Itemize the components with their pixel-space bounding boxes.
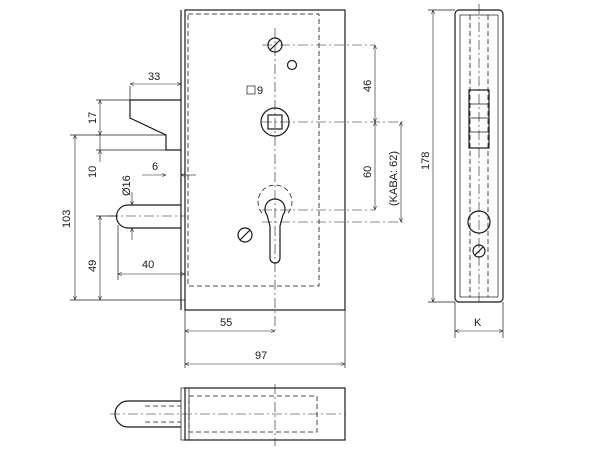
dim-49-label: 49 [87,260,99,272]
dim-178-label: 178 [420,152,432,170]
latch-opening [468,89,490,149]
bolt-opening [467,210,491,234]
dim-10-label: 10 [87,166,99,178]
pin-hole-icon [286,59,298,71]
dim-kaba-label: (KABA: 62) [388,151,400,206]
square-size-label: 9 [257,85,263,97]
dim-40-label: 40 [142,259,154,271]
forend-screw-icon [472,244,486,258]
dim-16-label: Ø16 [121,175,133,196]
dim-6-label: 6 [152,161,158,173]
cylinder-keyhole [257,184,293,264]
dim-103-label: 103 [61,210,73,228]
latch-bolt [129,86,182,151]
dim-k-label: K [474,317,482,329]
dim-33-label: 33 [148,71,160,83]
dim-55-label: 55 [220,317,232,329]
inner-case-hidden [187,13,320,287]
top-view [110,384,346,446]
dim-97-label: 97 [255,350,267,362]
dim-60-label: 60 [362,166,374,178]
deadbolt [108,204,185,229]
square-symbol-icon [246,85,256,95]
screw-bottom-icon [237,227,253,243]
front-view: 9 33 17 10 6 Ø16 [61,9,405,368]
lock-case-outline [184,9,346,311]
side-view: 178 K [420,4,504,338]
dim-46-label: 46 [362,80,374,92]
dim-17-label: 17 [87,112,99,124]
